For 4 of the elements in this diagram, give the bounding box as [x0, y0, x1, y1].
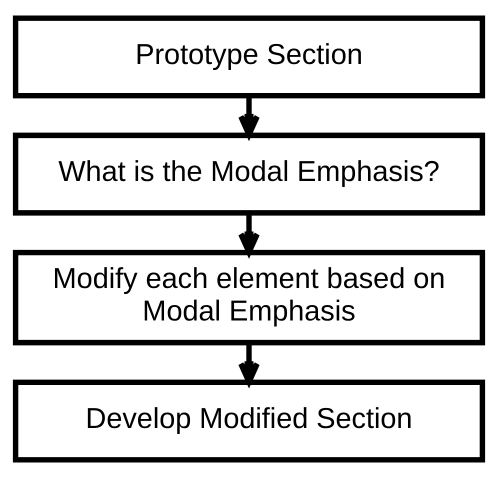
node-box: Develop Modified Section — [12, 380, 486, 462]
node-box: What is the Modal Emphasis? — [12, 132, 486, 216]
node-box: Modify each element based on Modal Emphasis — [12, 250, 486, 346]
node-box: Prototype Section — [12, 16, 486, 98]
